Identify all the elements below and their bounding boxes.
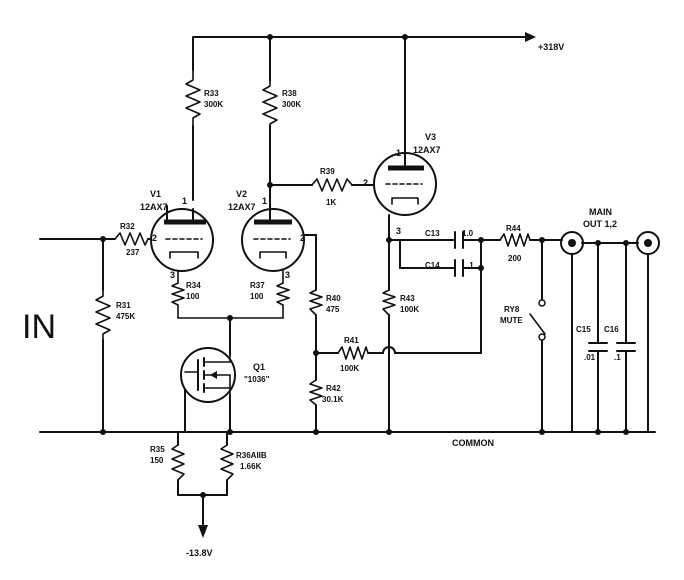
c16-value: .1 bbox=[614, 353, 621, 362]
r38-ref: R38 bbox=[282, 89, 297, 98]
b-plus-rail bbox=[192, 36, 526, 71]
tube-v1 bbox=[150, 205, 214, 272]
output-jack-1 bbox=[560, 231, 584, 255]
tube-v2 bbox=[241, 206, 305, 272]
r41-symbol bbox=[337, 346, 369, 360]
v1-ref: V1 bbox=[150, 189, 161, 199]
resistor-symbols bbox=[95, 69, 531, 481]
r42-symbol bbox=[309, 379, 323, 406]
c15-ref: C15 bbox=[576, 325, 591, 334]
v3-pin1: 1 bbox=[396, 148, 401, 158]
v2-pin3: 3 bbox=[285, 270, 290, 280]
r42-value: 30.1K bbox=[322, 395, 344, 404]
r31-value: 475K bbox=[116, 312, 135, 321]
v2-pin2: 2 bbox=[300, 233, 305, 243]
q1-part: "1036" bbox=[244, 375, 270, 384]
c13-ref: C13 bbox=[425, 229, 440, 238]
r36-symbol bbox=[220, 444, 234, 481]
r32-value: 237 bbox=[126, 248, 140, 257]
r37-value: 100 bbox=[250, 292, 264, 301]
v2-type: 12AX7 bbox=[228, 202, 256, 212]
v2-pin1: 1 bbox=[262, 196, 267, 206]
r43-ref: R43 bbox=[400, 294, 415, 303]
input-label: IN bbox=[22, 308, 56, 346]
mosfet-q1 bbox=[180, 347, 236, 403]
r43-value: 100K bbox=[400, 305, 419, 314]
r43-symbol bbox=[382, 289, 396, 316]
r33-symbol bbox=[185, 69, 201, 127]
r31-symbol bbox=[95, 289, 111, 341]
v3-pin2: 2 bbox=[363, 178, 368, 188]
r44-value: 200 bbox=[508, 254, 522, 263]
r37-symbol bbox=[276, 282, 290, 306]
r35-ref: R35 bbox=[150, 445, 165, 454]
r40-ref: R40 bbox=[326, 294, 341, 303]
negative-supply-arrow bbox=[198, 525, 208, 538]
c14-value: .1 bbox=[467, 261, 474, 270]
mute-relay-switch bbox=[529, 299, 546, 341]
r33-ref: R33 bbox=[204, 89, 219, 98]
r41-value: 100K bbox=[340, 364, 359, 373]
v3-type: 12AX7 bbox=[413, 145, 441, 155]
v1-pin2: 2 bbox=[152, 233, 157, 243]
r35-symbol bbox=[171, 444, 185, 481]
relay-ref: RY8 bbox=[504, 305, 520, 314]
r32-ref: R32 bbox=[120, 222, 135, 231]
r32-symbol bbox=[114, 232, 149, 246]
output-title: MAIN bbox=[589, 207, 612, 217]
v1-type: 12AX7 bbox=[140, 202, 168, 212]
r38-value: 300K bbox=[282, 100, 301, 109]
b-plus-arrow bbox=[525, 32, 536, 42]
supply-negative-label: -13.8V bbox=[186, 548, 213, 558]
output-subtitle: OUT 1,2 bbox=[583, 219, 617, 229]
r34-ref: R34 bbox=[186, 281, 201, 290]
q1-ref: Q1 bbox=[253, 362, 265, 372]
common-label: COMMON bbox=[452, 438, 494, 448]
v1-pin3: 3 bbox=[170, 270, 175, 280]
r40-value: 475 bbox=[326, 305, 340, 314]
capacitor-symbols bbox=[451, 231, 636, 352]
r33-value: 300K bbox=[204, 100, 223, 109]
output-jacks bbox=[560, 231, 660, 255]
r35-value: 150 bbox=[150, 456, 164, 465]
c14-ref: C14 bbox=[425, 261, 440, 270]
v3-ref: V3 bbox=[425, 132, 436, 142]
c15-value: .01 bbox=[584, 353, 596, 362]
r39-value: 1K bbox=[326, 198, 336, 207]
relay-function: MUTE bbox=[500, 316, 523, 325]
r39-ref: R39 bbox=[320, 167, 335, 176]
junction-dots bbox=[100, 34, 629, 498]
r36-value: 1.66K bbox=[240, 462, 262, 471]
v2-ref: V2 bbox=[236, 189, 247, 199]
r36-ref: R36AIIB bbox=[236, 451, 267, 460]
r39-symbol bbox=[311, 178, 353, 192]
v3-pin3: 3 bbox=[396, 226, 401, 236]
supply-positive-label: +318V bbox=[538, 42, 564, 52]
v1-pin1: 1 bbox=[182, 196, 187, 206]
r31-ref: R31 bbox=[116, 301, 131, 310]
r38-symbol bbox=[262, 79, 278, 127]
r44-ref: R44 bbox=[506, 224, 521, 233]
r34-value: 100 bbox=[186, 292, 200, 301]
wires bbox=[39, 32, 656, 538]
c13-value: 1.0 bbox=[462, 229, 474, 238]
c16-ref: C16 bbox=[604, 325, 619, 334]
r44-symbol bbox=[499, 233, 531, 247]
r41-ref: R41 bbox=[344, 336, 359, 345]
output-jack-2 bbox=[636, 231, 660, 255]
r40-symbol bbox=[309, 289, 323, 316]
labels: +318V -13.8V COMMON IN MAIN OUT 1,2 V1 1… bbox=[22, 42, 621, 558]
r34-symbol bbox=[171, 282, 185, 306]
tube-v3 bbox=[373, 149, 437, 216]
r37-ref: R37 bbox=[250, 281, 265, 290]
r42-ref: R42 bbox=[326, 384, 341, 393]
